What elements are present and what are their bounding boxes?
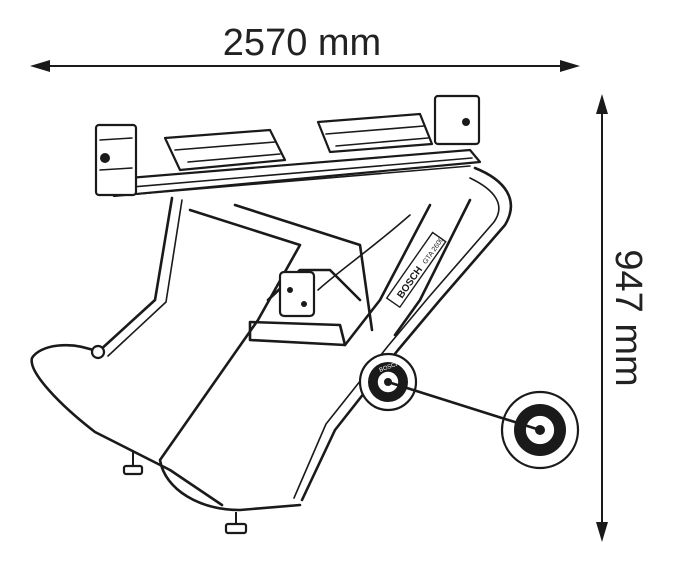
height-dimension: 947 mm bbox=[596, 94, 649, 542]
lift-cable bbox=[317, 214, 411, 291]
left-leg-frame bbox=[30, 196, 224, 507]
width-dimension-label: 2570 mm bbox=[223, 22, 381, 64]
right-end-knob bbox=[462, 118, 470, 126]
mount-bracket-left-detail bbox=[174, 141, 281, 163]
left-leg-frame-inner bbox=[107, 199, 183, 357]
height-dimension-label: 947 mm bbox=[607, 249, 649, 386]
width-dimension: 2570 mm bbox=[30, 22, 580, 72]
left-leg-pivot bbox=[90, 344, 106, 360]
left-end-support-detail bbox=[99, 137, 133, 171]
front-leg-frame bbox=[300, 166, 513, 502]
width-arrow-left-icon bbox=[30, 60, 50, 72]
mount-bracket-right-detail bbox=[325, 125, 429, 147]
width-arrow-right-icon bbox=[560, 60, 580, 72]
height-arrow-top-icon bbox=[596, 94, 608, 114]
axle bbox=[386, 380, 542, 432]
lift-bracket bbox=[278, 270, 316, 318]
lift-bracket-bolt bbox=[287, 287, 293, 293]
left-end-knob bbox=[100, 153, 110, 163]
front-foot bbox=[224, 512, 248, 535]
mount-bracket-right bbox=[316, 112, 434, 154]
left-foot bbox=[122, 452, 144, 476]
mount-bracket-left bbox=[163, 128, 287, 172]
height-arrow-bottom-icon bbox=[596, 522, 608, 542]
saw-stand: BOSCH GTA 2600 BOSC bbox=[30, 94, 580, 535]
right-end-support bbox=[433, 94, 481, 146]
front-leg-frame-inner bbox=[293, 177, 500, 499]
cross-brace bbox=[248, 320, 347, 347]
rear-wheel-leg bbox=[343, 198, 472, 347]
top-rail-lower bbox=[113, 157, 473, 197]
left-end-support bbox=[94, 123, 138, 197]
lift-bracket-bolt-2 bbox=[301, 301, 307, 307]
main-frame-loop bbox=[158, 208, 302, 512]
